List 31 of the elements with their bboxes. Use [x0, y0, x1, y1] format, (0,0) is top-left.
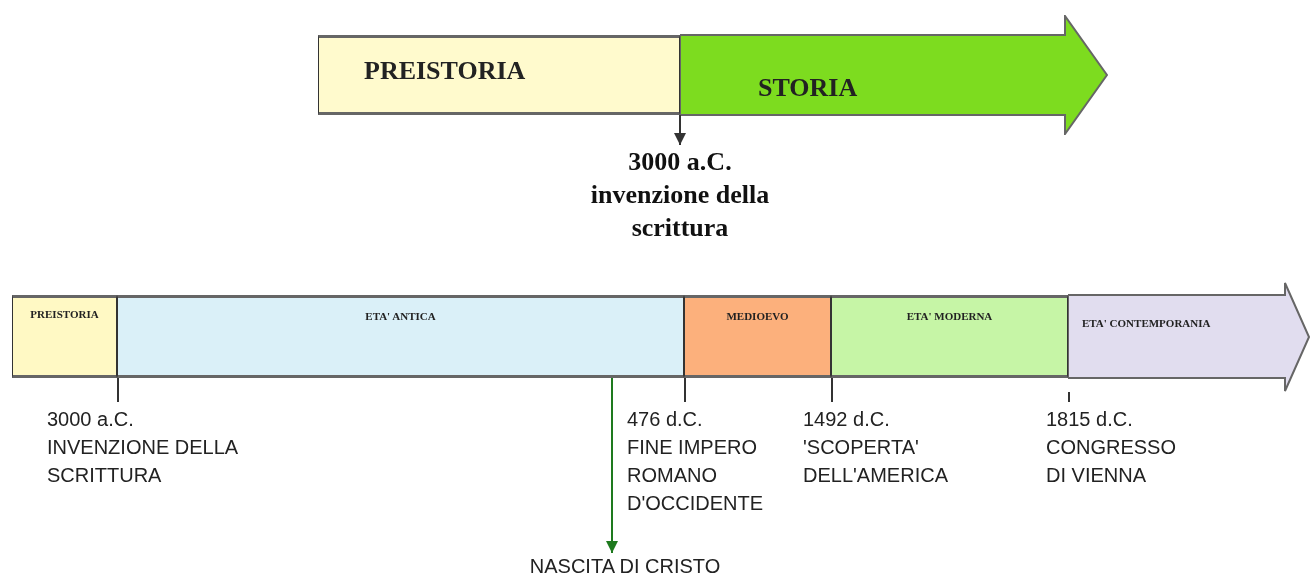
period-name: PREISTORIA [30, 308, 99, 320]
period-name: STORIA [758, 73, 858, 103]
tick-line [684, 377, 686, 403]
period-name: PREISTORIA [364, 56, 526, 86]
date-label: 3000 a.C. [47, 407, 135, 432]
period-arrow [1068, 282, 1310, 392]
event-description: 'SCOPERTA' DELL'AMERICA [803, 435, 949, 488]
period-name: ETA' CONTEMPORANIA [1082, 317, 1211, 329]
date-label: 1815 d.C. [1046, 407, 1134, 432]
period-band [831, 295, 1068, 378]
period-band [117, 295, 684, 378]
period-name: ETA' ANTICA [365, 310, 436, 322]
date-label: 476 d.C. [627, 407, 704, 432]
event-label: NASCITA DI CRISTO [528, 554, 722, 579]
tick-line [831, 377, 833, 403]
event-description: CONGRESSO DI VIENNA [1046, 435, 1178, 488]
period-band [12, 295, 117, 378]
tick-line [117, 377, 119, 403]
arrow [606, 377, 618, 554]
event-label: 3000 a.C. [627, 146, 733, 178]
period-arrow [680, 15, 1108, 135]
event-description: INVENZIONE DELLA SCRITTURA [47, 435, 239, 488]
period-name: MEDIOEVO [726, 310, 789, 322]
tick-line [1068, 391, 1070, 403]
period-name: ETA' MODERNA [906, 310, 993, 322]
date-label: 1492 d.C. [803, 407, 891, 432]
period-band [684, 295, 831, 378]
period-band [318, 35, 680, 115]
event-description: FINE IMPERO ROMANO D'OCCIDENTE [627, 435, 765, 516]
arrow [674, 114, 686, 146]
event-label: invenzione della scrittura [589, 179, 771, 244]
